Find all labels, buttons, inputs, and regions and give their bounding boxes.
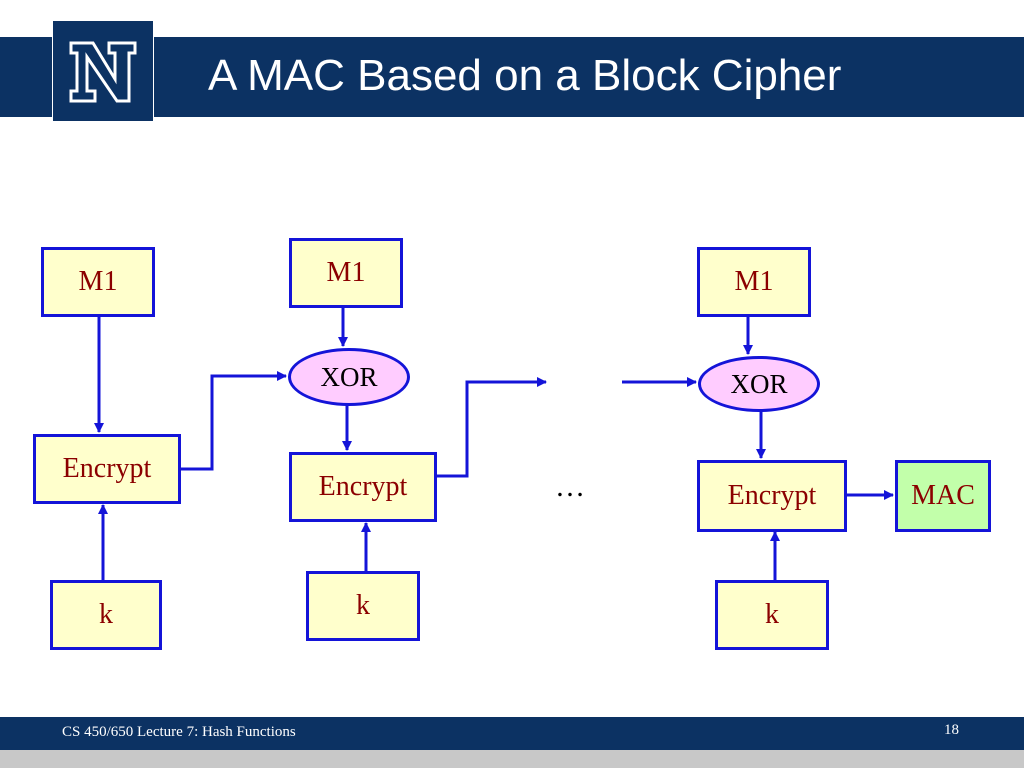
xor-node-2: XOR — [288, 348, 410, 406]
university-n-logo-icon — [52, 20, 154, 122]
slide-title: A MAC Based on a Block Cipher — [208, 51, 842, 100]
message-block-2: M1 — [289, 238, 403, 308]
arrow-encrypt-2-onward — [437, 377, 547, 478]
title-bar — [0, 37, 1024, 117]
encrypt-block-3: Encrypt — [697, 460, 847, 532]
mac-output-block: MAC — [895, 460, 991, 532]
message-block-1: M1 — [41, 247, 155, 317]
footer-strip — [0, 750, 1024, 768]
footer-text: CS 450/650 Lecture 7: Hash Functions — [62, 724, 296, 740]
key-block-2: k — [306, 571, 420, 641]
xor-node-3: XOR — [698, 356, 820, 412]
ellipsis: … — [555, 470, 588, 503]
arrow-encrypt-1-to-xor-2 — [180, 371, 287, 471]
page-number: 18 — [944, 722, 959, 738]
encrypt-block-2: Encrypt — [289, 452, 437, 522]
message-block-3: M1 — [697, 247, 811, 317]
key-block-1: k — [50, 580, 162, 650]
footer-bar — [0, 717, 1024, 750]
encrypt-block-1: Encrypt — [33, 434, 181, 504]
key-block-3: k — [715, 580, 829, 650]
